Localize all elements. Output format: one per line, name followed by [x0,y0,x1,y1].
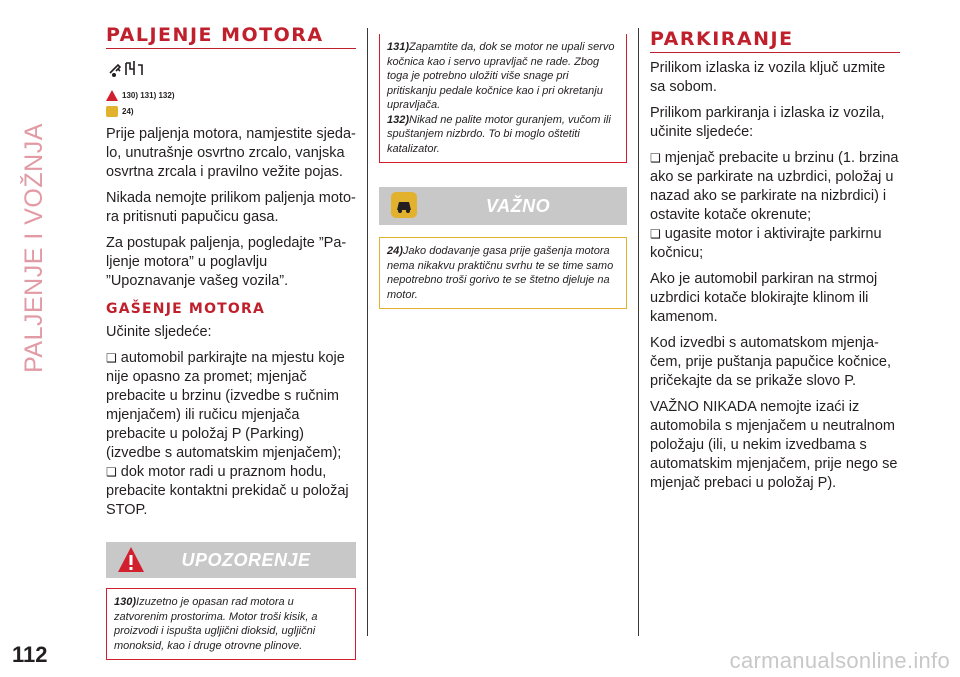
paragraph: Prilikom izlaska iz vozila ključ uzmite … [650,60,886,95]
section-title-starting-engine: PALJENJE MOTORA [106,24,356,49]
bullet-text: automobil parkirajte na mjestu koje nije… [106,350,345,461]
column-divider [367,28,368,636]
warning-text: Nikad ne palite motor guranjem, vučom il… [387,113,611,155]
paragraph: Prilikom parkiranja i izlaska iz vozila,… [650,105,885,140]
column-divider [638,28,639,636]
page-number: 112 [12,642,48,667]
bullet-item: automobil parkirajte na mjestu koje nije… [106,349,356,463]
paragraph: Nikada nemojte prilikom paljenja moto-ra… [106,190,356,225]
important-banner-label: VAŽNO [485,195,551,216]
important-car-icon [391,192,417,218]
paragraph: VAŽNO NIKADA nemojte izaći iz automobila… [650,399,898,491]
warning-triangle-icon [118,547,144,572]
important-ref: 24) [387,245,403,257]
key-ignition-icon [109,61,143,77]
important-text: Jako dodavanje gasa prije gašenja motora… [387,245,614,301]
bullet-item: ugasite motor i aktivirajte parkirnu koč… [650,225,900,263]
important-banner: VAŽNO [379,187,627,225]
paragraph: Ako je automobil parkiran na strmoj uzbr… [650,271,878,325]
checkbox-bullet-icon [106,350,121,366]
chapter-side-title: PALJENJE I VOŽNJA [20,123,48,373]
column-notes: 131)Zapamtite da, dok se motor ne upali … [379,34,627,309]
checkbox-bullet-icon [650,226,665,242]
paragraph: Za postupak paljenja, pogledajte ”Pa-lje… [106,235,347,289]
warning-text: Zapamtite da, dok se motor ne upali serv… [387,41,615,111]
checkbox-bullet-icon [106,464,121,480]
bullet-text: dok motor radi u praznom hodu, prebacite… [106,464,349,518]
warning-triangle-icon [106,89,118,101]
paragraph: Kod izvedbi s automatskom mjenja-čem, pr… [650,335,891,389]
important-ref-list: 24) [122,106,134,116]
important-box: 24)Jako dodavanje gasa prije gašenja mot… [379,237,627,309]
important-car-icon [106,105,118,117]
watermark: carmanualsonline.info [729,648,950,673]
checkbox-bullet-icon [650,150,665,166]
paragraph: Prije paljenja motora, namjestite sjeda-… [106,126,356,180]
warning-box-continued: 131)Zapamtite da, dok se motor ne upali … [379,34,627,163]
warning-refs: 130) 131) 132) [106,87,356,103]
section-subtitle-stopping-engine: GAŠENJE MOTORA [106,301,266,317]
important-refs: 24) [106,103,356,119]
bullet-text: ugasite motor i aktivirajte parkirnu koč… [650,226,882,261]
bullet-text: mjenjač prebacite u brzinu (1. brzina ak… [650,150,899,223]
paragraph: Učinite sljedeće: [106,324,212,340]
warning-ref: 132) [387,113,410,126]
bullet-item: dok motor radi u praznom hodu, prebacite… [106,463,356,520]
bullet-item: mjenjač prebacite u brzinu (1. brzina ak… [650,149,900,225]
section-title-parking: PARKIRANJE [650,28,900,53]
warning-ref-list: 130) 131) 132) [122,90,175,100]
warning-ref: 130) [114,596,137,608]
warning-box: 130)Izuzetno je opasan rad motora u zatv… [106,588,356,660]
column-starting-engine: PALJENJE MOTORA 130) 131) 132) 24) Prije… [106,24,356,660]
warning-banner: UPOZORENJE [106,542,356,578]
warning-banner-label: UPOZORENJE [181,549,311,570]
warning-text: Izuzetno je opasan rad motora u zatvoren… [114,596,318,652]
engine-icon-row [106,57,356,87]
warning-ref: 131) [387,41,410,53]
column-parking: PARKIRANJE Prilikom izlaska iz vozila kl… [650,24,900,500]
